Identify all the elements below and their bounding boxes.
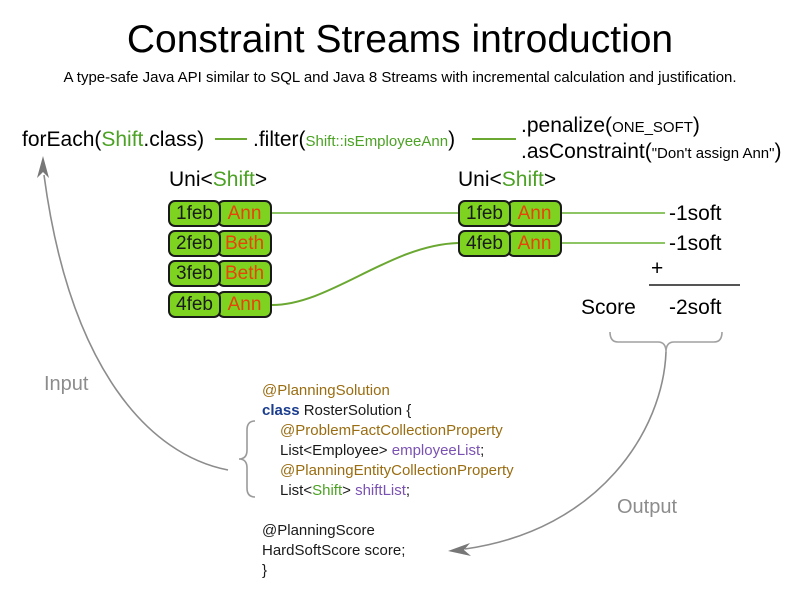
- stream-label-right-prefix: Uni<: [458, 168, 502, 191]
- code-block-score: @PlanningScore HardSoftScore score; }: [262, 521, 405, 581]
- code-shift-list-field: shiftList: [355, 482, 406, 499]
- expr-filter-method: ::isEmployeeAnn: [335, 133, 449, 150]
- code-score-field: score: [364, 542, 402, 559]
- code-class-name: RosterSolution {: [299, 402, 412, 419]
- tuple-date: 1feb: [168, 200, 221, 227]
- score-total: -2soft: [669, 296, 722, 319]
- tuple-employee: Beth: [217, 230, 272, 257]
- score-operator: +: [651, 257, 664, 280]
- expr-foreach-suffix: .class): [143, 128, 205, 151]
- tuple-date: 1feb: [458, 200, 511, 227]
- page-title: Constraint Streams introduction: [126, 18, 674, 61]
- tuple-date: 4feb: [458, 230, 511, 257]
- tuple-employee: Beth: [217, 260, 272, 287]
- penalty-value-0: -1soft: [669, 202, 722, 225]
- expr-filter-type: Shift: [305, 133, 336, 150]
- expr-filter-suffix: ): [448, 128, 456, 151]
- expr-penalize-arg: ONE_SOFT: [612, 119, 693, 136]
- code-employee-list-type: List<Employee>: [280, 442, 392, 459]
- stream-label-right: Uni<Shift>: [458, 167, 556, 192]
- penalty-value-1: -1soft: [669, 232, 722, 255]
- code-problem-fact-annotation: @ProblemFactCollectionProperty: [280, 422, 503, 439]
- tuple-employee: Ann: [217, 291, 272, 318]
- tuple-date: 2feb: [168, 230, 221, 257]
- stream-label-left: Uni<Shift>: [169, 167, 267, 192]
- tuple-employee: Ann: [217, 200, 272, 227]
- stream-label-left-prefix: Uni<: [169, 168, 213, 191]
- expr-penalize: .penalize(ONE_SOFT): [521, 113, 700, 141]
- score-label: Score: [581, 296, 636, 319]
- code-score-end: ;: [401, 542, 406, 559]
- code-score-type: HardSoftScore: [262, 542, 365, 559]
- output-label: Output: [617, 496, 678, 518]
- code-planning-score-annotation: @PlanningScore: [262, 522, 375, 539]
- code-class-keyword: class: [262, 402, 300, 419]
- tuple-employee: Ann: [507, 230, 562, 257]
- expr-as-constraint-arg: "Don't assign Ann": [651, 145, 775, 162]
- code-employee-list-end: ;: [480, 442, 485, 459]
- stream-label-left-type: Shift: [212, 168, 255, 191]
- code-shift-list-generic: Shift: [312, 482, 343, 499]
- code-shift-list-type-pre: List<: [280, 482, 313, 499]
- expr-foreach: forEach(Shift.class): [22, 127, 204, 153]
- tuple-date: 3feb: [168, 260, 221, 287]
- tuple-employee: Ann: [507, 200, 562, 227]
- tuple-left-3: 4feb Ann: [168, 291, 272, 318]
- tuple-right-1: 4feb Ann: [458, 230, 562, 257]
- connector-row4-curve: [271, 242, 459, 306]
- expr-penalize-prefix: .penalize(: [521, 114, 613, 137]
- tuple-left-2: 3feb Beth: [168, 260, 272, 287]
- expr-as-constraint-prefix: .asConstraint(: [521, 140, 652, 163]
- code-planning-solution: @PlanningSolution: [262, 382, 390, 399]
- tuple-left-0: 1feb Ann: [168, 200, 272, 227]
- expr-foreach-prefix: forEach(: [22, 128, 102, 151]
- code-planning-entity-annotation: @PlanningEntityCollectionProperty: [280, 462, 514, 479]
- code-fields-brace: [238, 420, 256, 498]
- tuple-date: 4feb: [168, 291, 221, 318]
- code-closing-brace: }: [262, 562, 268, 579]
- stream-label-right-type: Shift: [501, 168, 544, 191]
- stream-label-right-suffix: >: [543, 168, 557, 191]
- tuple-left-1: 2feb Beth: [168, 230, 272, 257]
- expr-as-constraint-suffix: ): [774, 140, 782, 163]
- code-shift-list-type-post: >: [342, 482, 356, 499]
- input-arrow-head: [37, 156, 49, 178]
- input-label: Input: [44, 373, 89, 395]
- code-block: @PlanningSolution class RosterSolution {…: [262, 381, 514, 501]
- stream-label-left-suffix: >: [254, 168, 268, 191]
- expr-foreach-type: Shift: [101, 128, 144, 151]
- expr-penalize-suffix: ): [692, 114, 700, 137]
- output-arrow-head: [448, 543, 471, 556]
- code-employee-list-field: employeeList: [391, 442, 481, 459]
- expr-filter: .filter(Shift::isEmployeeAnn): [253, 127, 455, 155]
- code-shift-list-end: ;: [405, 482, 411, 499]
- page-subtitle: A type-safe Java API similar to SQL and …: [63, 69, 737, 86]
- tuple-right-0: 1feb Ann: [458, 200, 562, 227]
- score-brace: [609, 331, 723, 353]
- expr-as-constraint: .asConstraint("Don't assign Ann"): [521, 139, 781, 167]
- expr-filter-prefix: .filter(: [253, 128, 306, 151]
